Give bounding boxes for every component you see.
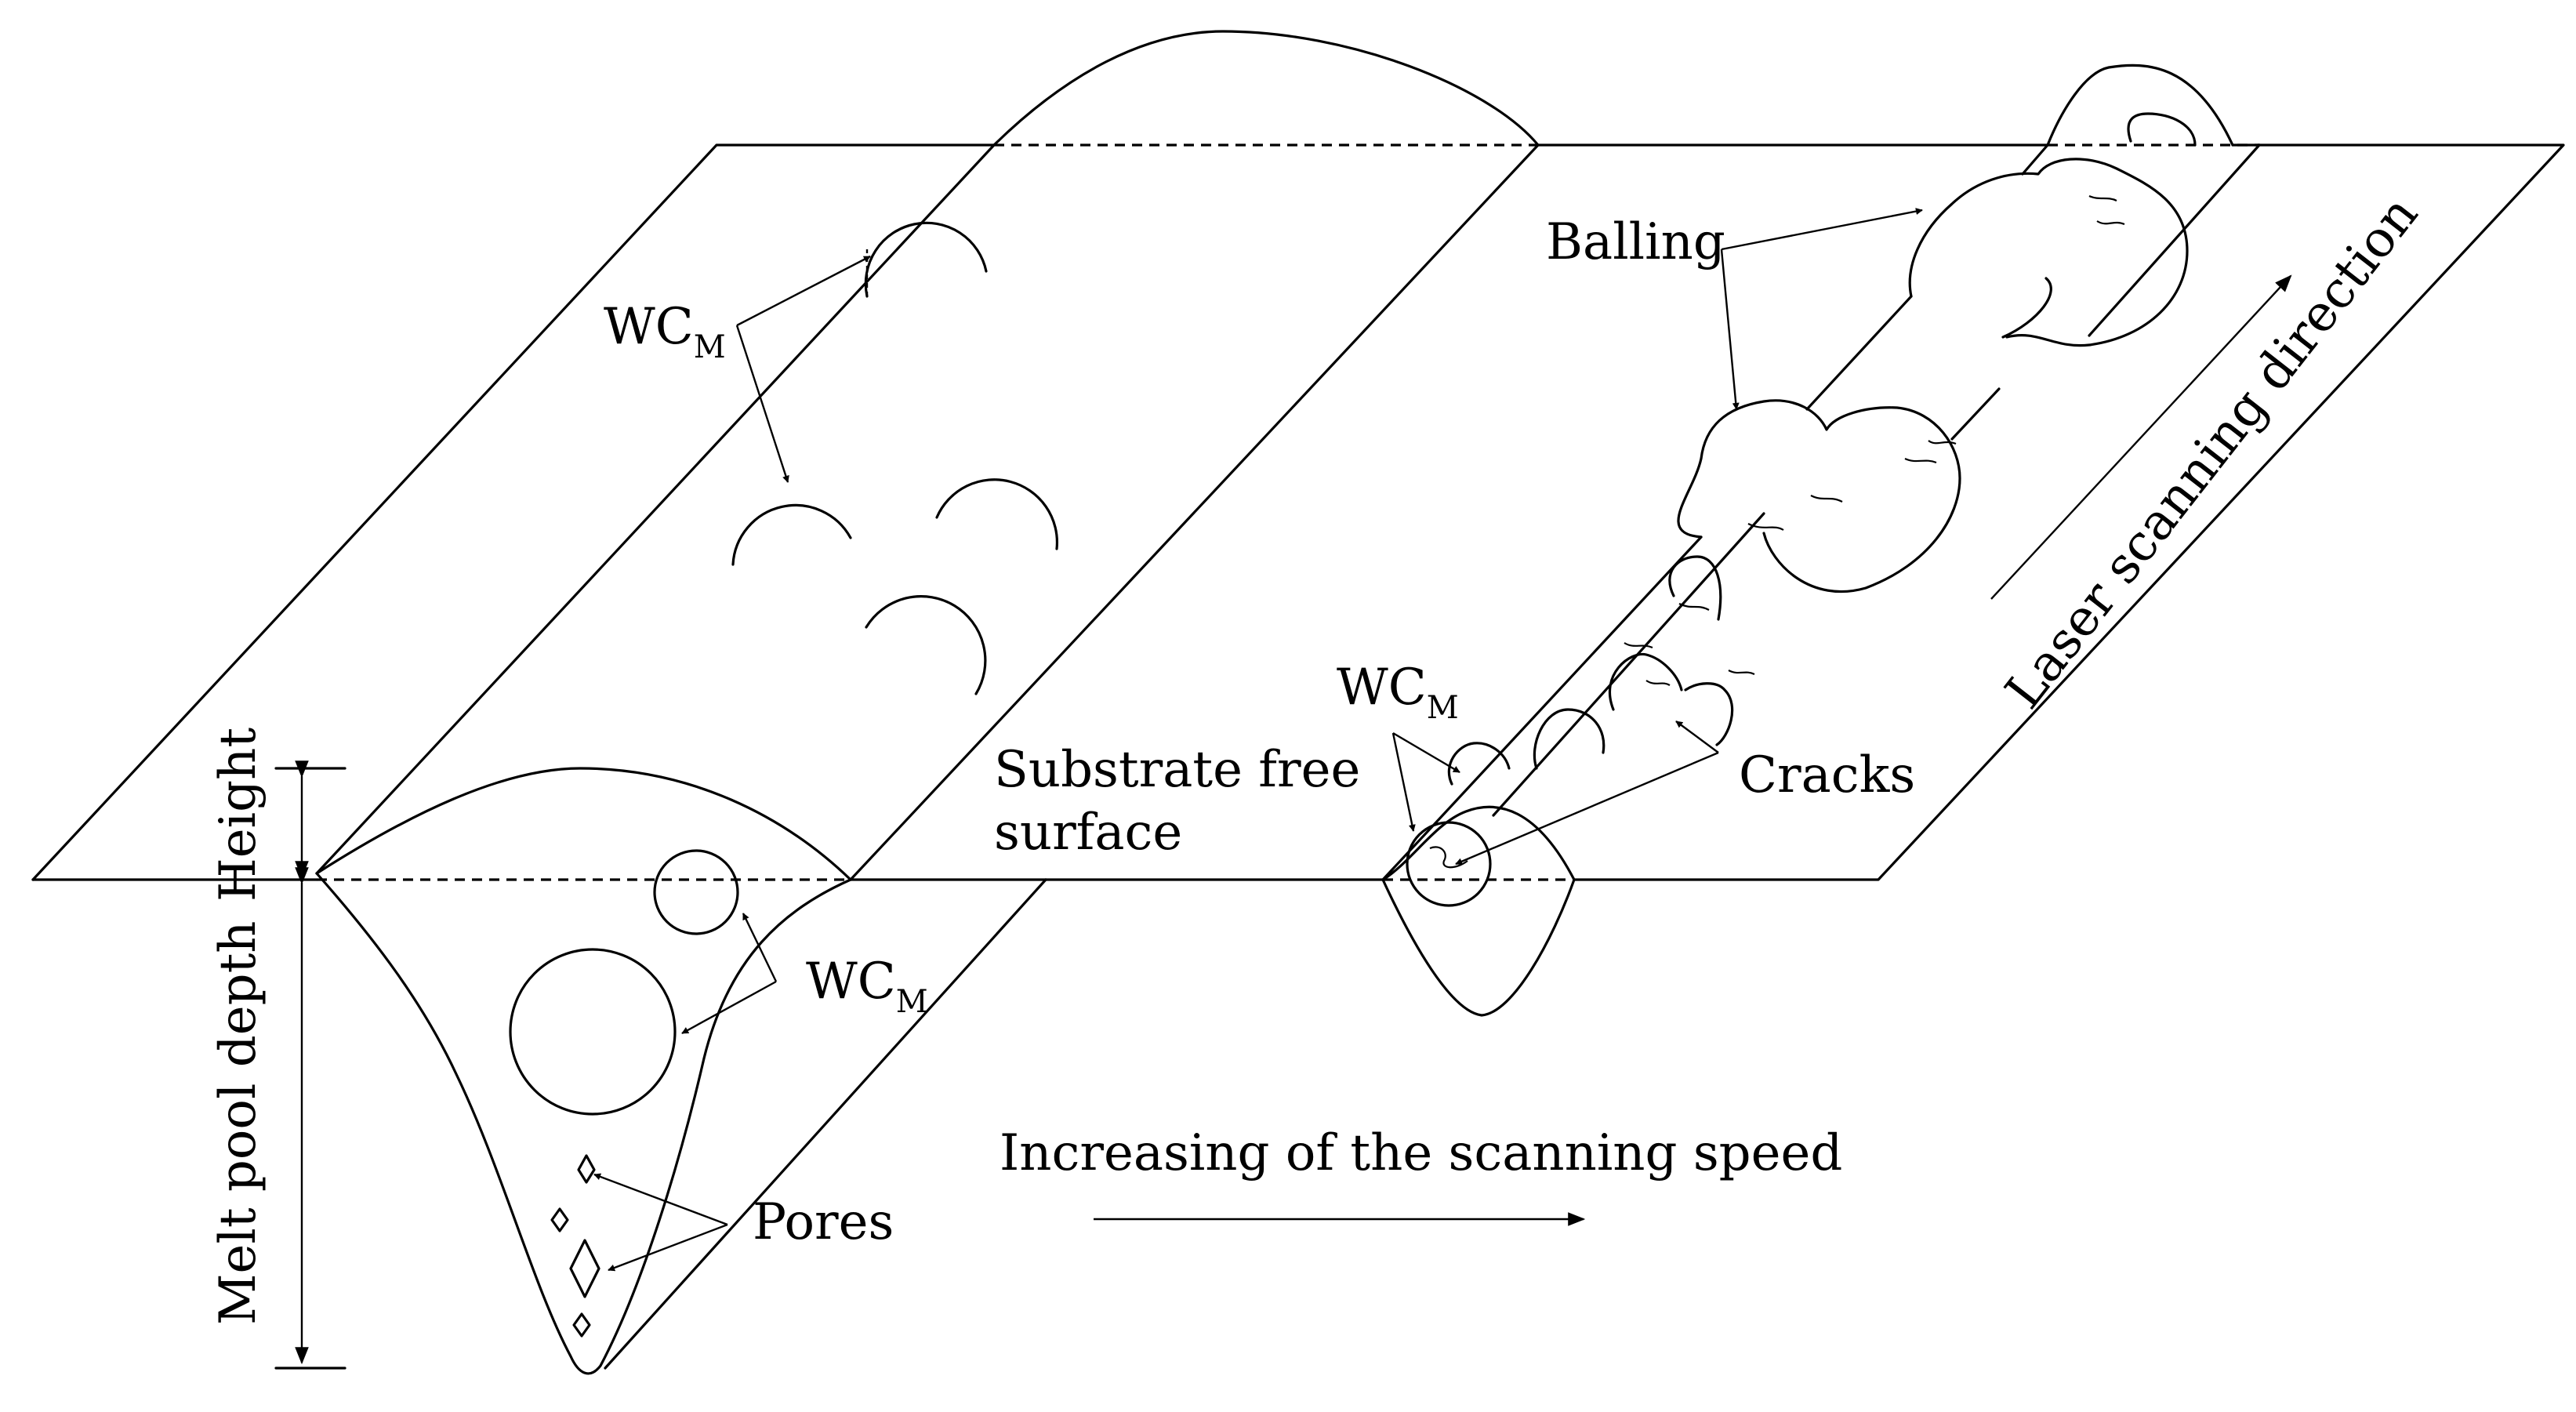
pore bbox=[550, 1207, 569, 1232]
pore bbox=[577, 1154, 596, 1184]
substrate-label-line1: Substrate free bbox=[994, 741, 1360, 799]
pore bbox=[569, 1239, 600, 1298]
pore bbox=[572, 1312, 591, 1338]
dimension-markers bbox=[274, 760, 346, 1370]
cross-section-contents bbox=[509, 849, 739, 1338]
increasing-speed-label: Increasing of the scanning speed bbox=[1000, 1124, 1842, 1182]
balling-blob-upper bbox=[1908, 158, 2189, 347]
pores-label: Pores bbox=[753, 1193, 894, 1251]
wcm-label: WCM bbox=[806, 953, 928, 1020]
wcm-particle-small bbox=[653, 849, 739, 935]
wcm-particle bbox=[731, 503, 852, 566]
balling-blob-lower bbox=[1677, 399, 1961, 593]
leader-arrows bbox=[593, 208, 2292, 1272]
wcm-label: WCM bbox=[1337, 659, 1459, 726]
laser-direction-label: Laser scanning direction bbox=[1994, 186, 2429, 720]
height-label: Height bbox=[209, 728, 267, 902]
wcm-particle bbox=[935, 478, 1059, 550]
melt-pool-depth-label: Melt pool depth bbox=[209, 920, 267, 1325]
wcm-particles-wide bbox=[731, 221, 1059, 695]
wide-track bbox=[315, 30, 1540, 1375]
wcm-label: WCM bbox=[604, 298, 726, 365]
substrate-label-line2: surface bbox=[994, 804, 1182, 862]
wcm-particle bbox=[864, 221, 988, 298]
narrow-track bbox=[1381, 64, 2261, 1017]
substrate-plane bbox=[31, 143, 2565, 1370]
wcm-particle-large bbox=[509, 948, 677, 1116]
wcm-particle-narrow bbox=[1406, 821, 1492, 907]
cracks-label: Cracks bbox=[1739, 746, 1915, 804]
balling-label: Balling bbox=[1546, 213, 1725, 271]
wcm-particle bbox=[865, 595, 987, 695]
